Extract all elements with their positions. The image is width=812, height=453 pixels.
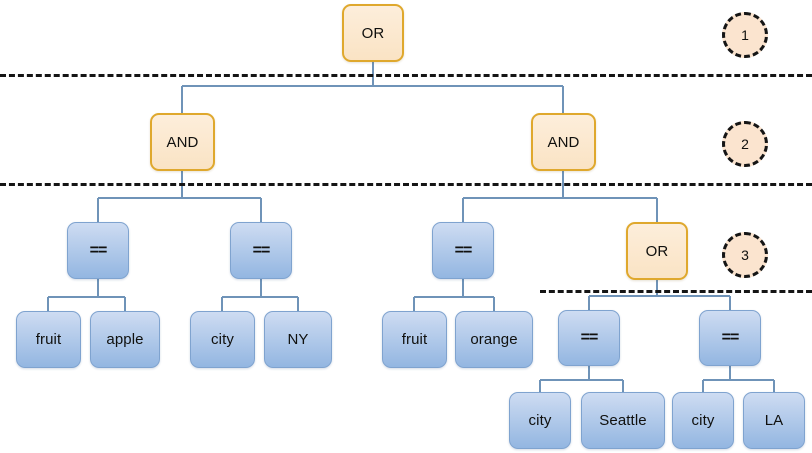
node-label: == [252, 241, 271, 259]
divider-3 [540, 290, 812, 293]
badge-3: 3 [722, 232, 768, 278]
node-label: LA [764, 412, 784, 429]
node-eq-5[interactable]: == [699, 310, 761, 366]
node-root[interactable]: OR [342, 4, 404, 62]
badge-2: 2 [722, 121, 768, 167]
node-label: AND [547, 133, 580, 151]
node-label: == [580, 329, 599, 346]
node-label: city [691, 412, 715, 429]
node-leaf-5[interactable]: fruit [382, 311, 447, 368]
badge-1: 1 [722, 12, 768, 58]
node-label: AND [166, 133, 199, 151]
node-leaf-4[interactable]: NY [264, 311, 332, 368]
node-label: city [211, 331, 234, 348]
node-label: fruit [35, 331, 62, 348]
node-label: orange [470, 331, 518, 348]
node-label: city [528, 412, 552, 429]
node-eq-2[interactable]: == [230, 222, 292, 279]
node-label: OR [645, 242, 669, 260]
node-label: NY [287, 331, 309, 348]
node-label: == [454, 241, 473, 259]
node-label: fruit [401, 331, 428, 348]
node-label: Seattle [599, 412, 647, 429]
node-and-right[interactable]: AND [531, 113, 596, 171]
node-label: OR [361, 24, 385, 42]
node-eq-3[interactable]: == [432, 222, 494, 279]
node-or-right[interactable]: OR [626, 222, 688, 280]
badge-label: 2 [741, 136, 749, 152]
node-leaf-7[interactable]: city [509, 392, 571, 449]
node-label: == [89, 241, 108, 259]
node-leaf-3[interactable]: city [190, 311, 255, 368]
node-leaf-9[interactable]: city [672, 392, 734, 449]
divider-1 [0, 74, 812, 77]
node-and-left[interactable]: AND [150, 113, 215, 171]
node-leaf-2[interactable]: apple [90, 311, 160, 368]
node-leaf-10[interactable]: LA [743, 392, 805, 449]
node-leaf-6[interactable]: orange [455, 311, 533, 368]
badge-label: 1 [741, 27, 749, 43]
node-eq-1[interactable]: == [67, 222, 129, 279]
node-label: == [721, 329, 740, 346]
node-eq-4[interactable]: == [558, 310, 620, 366]
divider-2 [0, 183, 812, 186]
node-label: apple [106, 331, 144, 348]
node-leaf-1[interactable]: fruit [16, 311, 81, 368]
node-leaf-8[interactable]: Seattle [581, 392, 665, 449]
badge-label: 3 [741, 247, 749, 263]
